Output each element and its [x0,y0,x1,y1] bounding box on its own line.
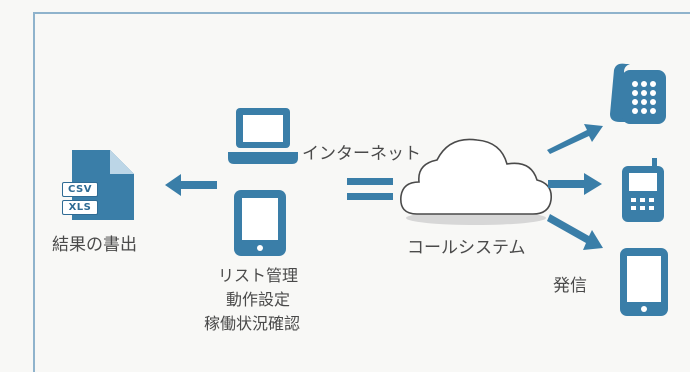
smartphone-icon [620,248,668,316]
call-label: 発信 [553,276,587,296]
laptop-icon [228,108,298,164]
diagram-frame [33,12,690,372]
internet-label: インターネット [302,144,421,164]
client-line-1: リスト管理 [218,266,299,285]
arrow-left-icon [165,174,217,196]
cloud-icon [400,138,553,225]
diagram: CSV XLS 結果の書出 リスト管理 動作設定 稼働状況確認 インターネット … [33,12,690,372]
feature-phone-icon [622,158,664,222]
desk-phone-icon [610,63,666,124]
export-label: 結果の書出 [52,235,137,255]
arrow-down-right-icon [547,214,603,250]
xls-badge: XLS [62,200,98,215]
tablet-icon [234,190,286,256]
arrow-right-icon [548,173,602,195]
equals-icon [347,178,393,200]
client-line-3: 稼働状況確認 [204,314,301,333]
csv-badge: CSV [62,182,98,197]
cloud-label: コールシステム [407,238,526,258]
arrow-up-right-icon [547,124,603,154]
client-line-2: 動作設定 [226,290,291,309]
